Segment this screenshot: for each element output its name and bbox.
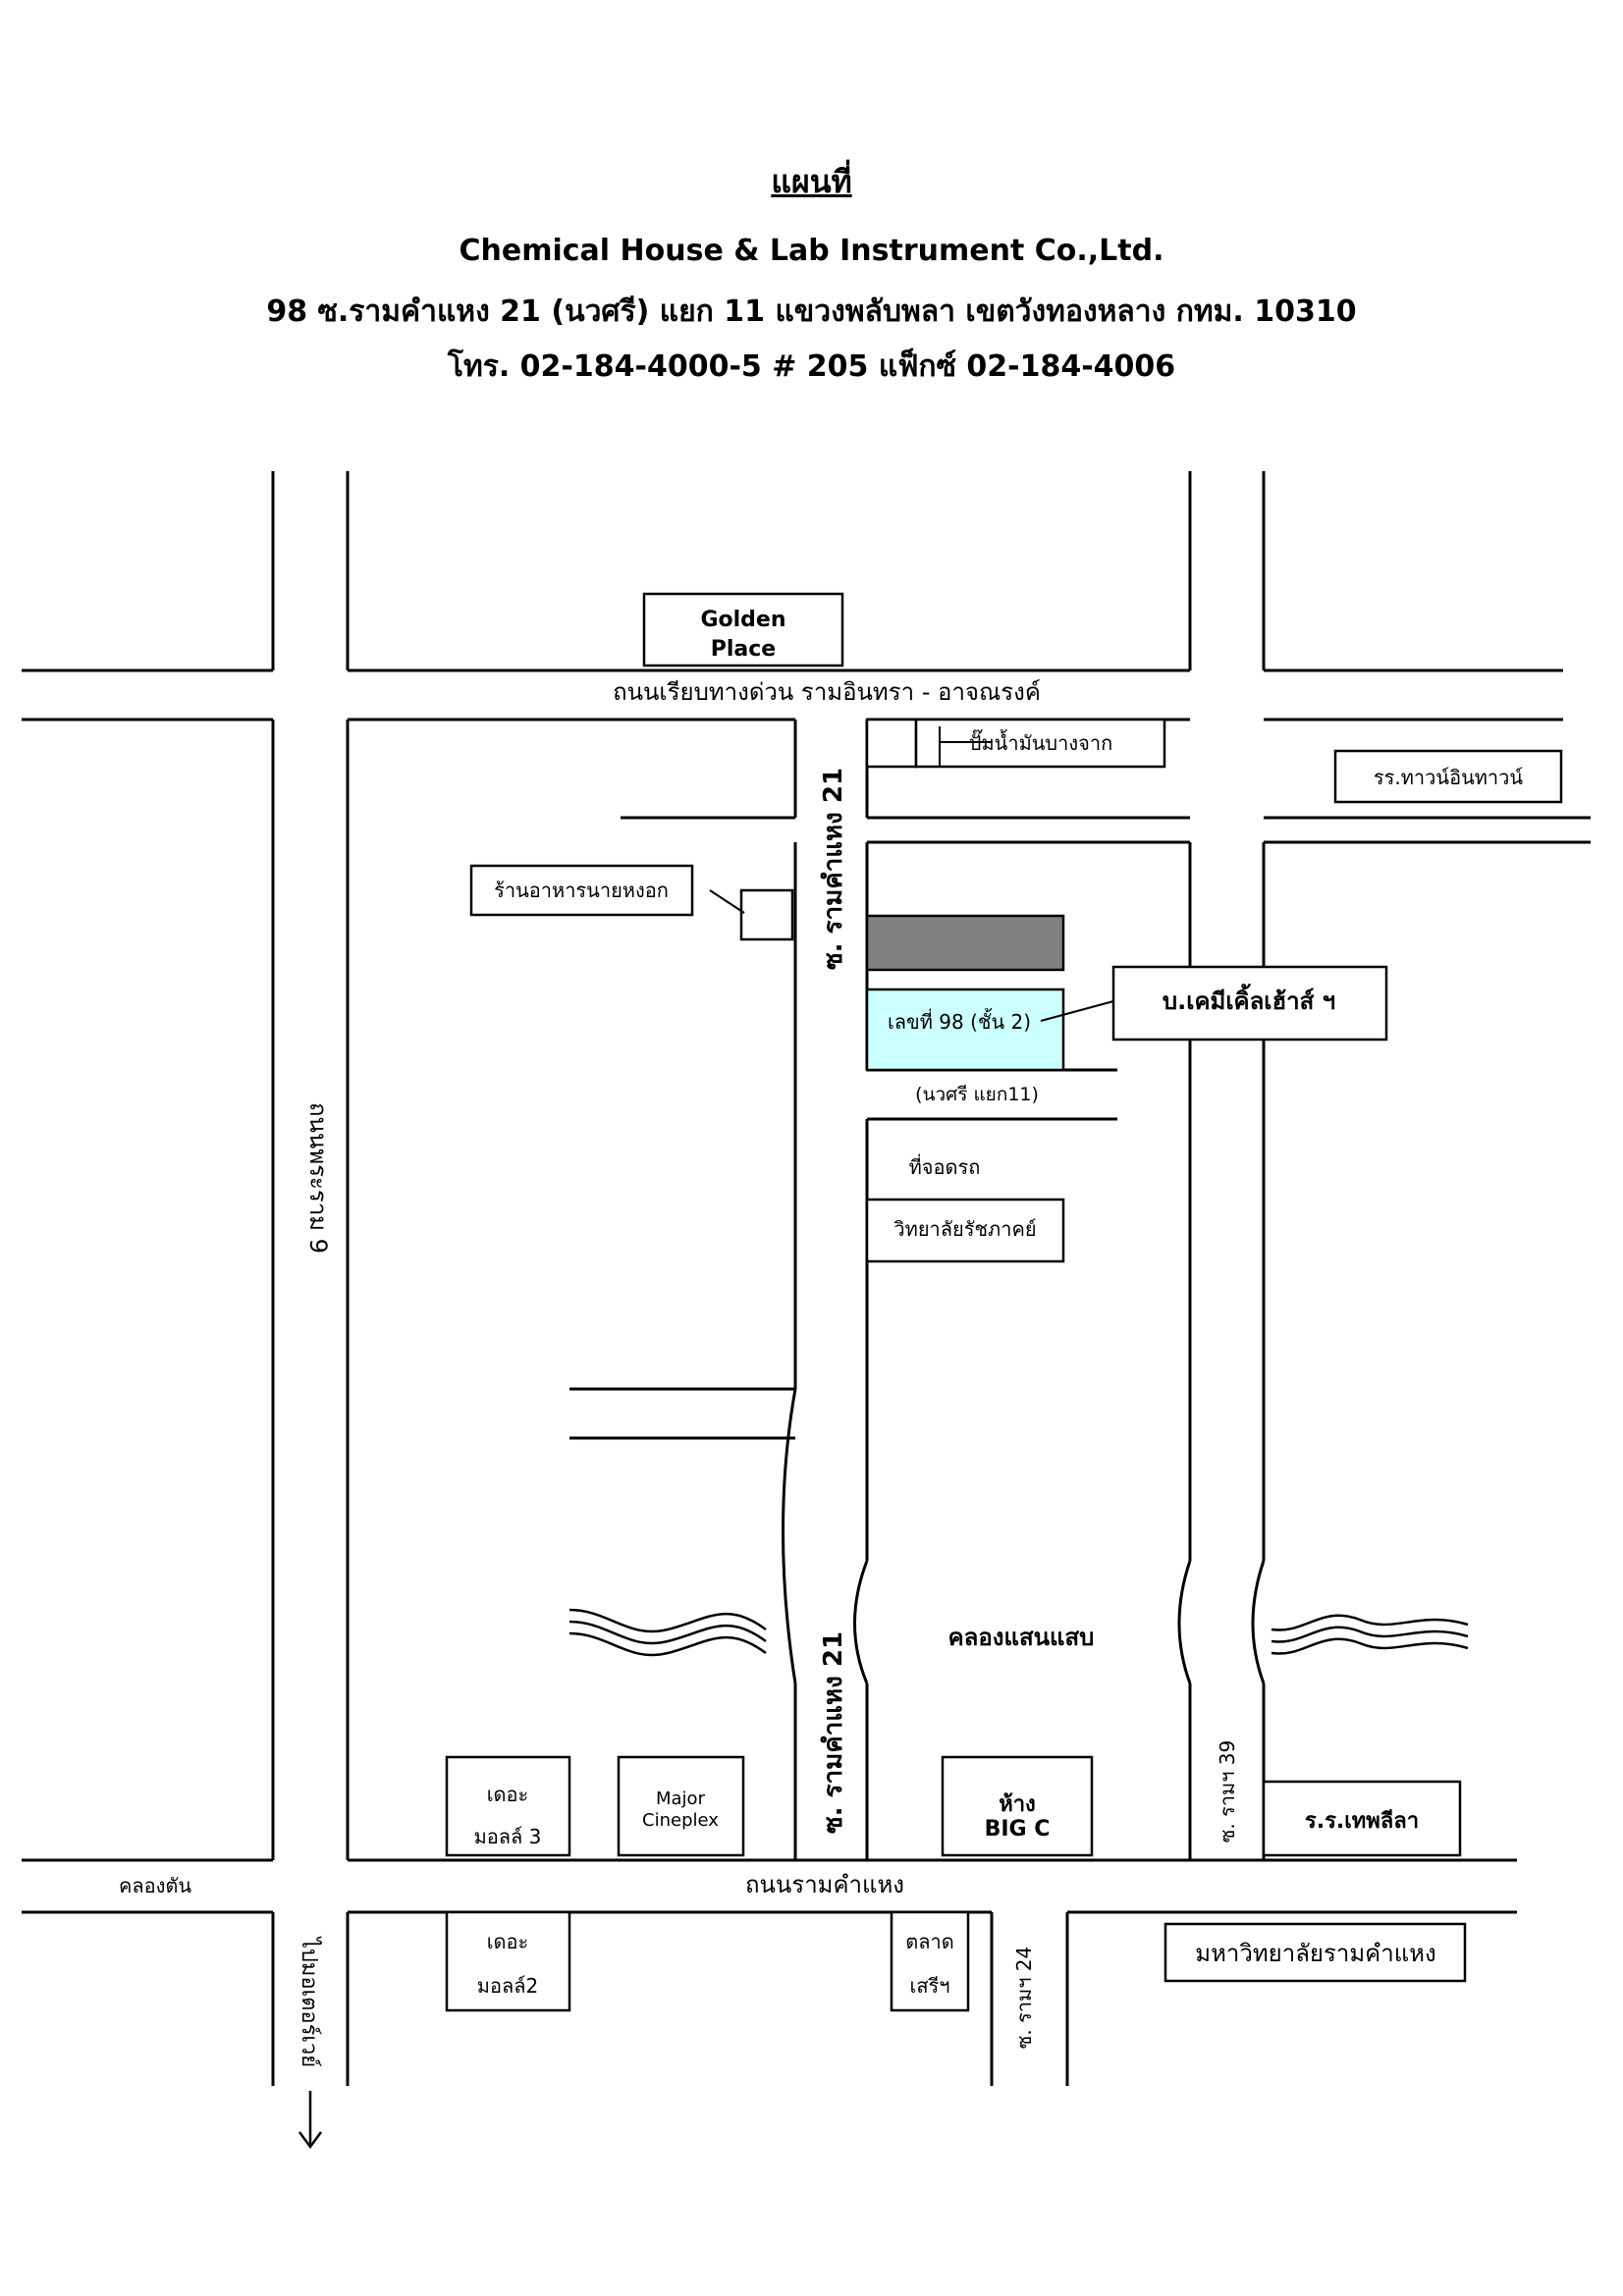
golden-place-box: [642, 592, 844, 667]
soi21-upper-label: ซ. รามคำแหง 21: [819, 768, 848, 970]
restaurant-building: [739, 888, 794, 941]
mall3-label-2: มอลล์ 3: [474, 1825, 542, 1848]
ramkhamhaeng-univ-label: มหาวิทยาลัยรามคำแหง: [1195, 1940, 1435, 1967]
restaurant-label: ร้านอาหารนายหงอก: [494, 879, 669, 902]
company-callout-box: [1111, 965, 1388, 1041]
mall3-box: [445, 1755, 571, 1857]
golden-place-label-2: Place: [711, 637, 776, 662]
mall2-label-2: มอลล์2: [477, 1974, 538, 1998]
company-building-label: เลขที่ 98 (ชั้น 2): [888, 1008, 1031, 1034]
soi39-label: ซ. รามฯ 39: [1216, 1740, 1239, 1842]
rama9-road-label: ถนนพระราม 9: [304, 1102, 332, 1254]
ramkhamhaeng-univ-box: [1163, 1922, 1467, 1983]
company-address: 98 ซ.รามคำแหง 21 (นวศรี) แยก 11 แขวงพลับ…: [266, 294, 1357, 329]
major-box: [617, 1755, 745, 1857]
building-boxes: [445, 592, 1563, 2012]
town-in-town-label: รร.ทาวน์อินทาวน์: [1374, 766, 1523, 789]
company-name: Chemical House & Lab Instrument Co.,Ltd.: [459, 234, 1164, 268]
gas-station-label: ปั๊มน้ำมันบางจาก: [969, 728, 1112, 755]
gas-station-small-box: [865, 718, 918, 769]
ramkhamhaeng-road-label: ถนนรามคำแหง: [745, 1871, 904, 1898]
leader-lines: [709, 726, 1114, 1022]
market-label-2: เสรีฯ: [909, 1974, 949, 1998]
rajabhat-box: [865, 1198, 1065, 1263]
canal-waves-east: [1271, 1614, 1469, 1655]
bigc-label-2: BIG C: [985, 1817, 1051, 1842]
map-title: แผนที่: [771, 163, 852, 200]
mall3-label-1: เดอะ: [487, 1783, 529, 1806]
parking-label: ที่จอดรถ: [909, 1153, 981, 1179]
bigc-box: [941, 1755, 1094, 1857]
motorway-arrow-icon: [298, 2091, 323, 2150]
company-building: [865, 988, 1065, 1072]
golden-place-label-1: Golden: [700, 608, 785, 632]
market-box: [890, 1910, 970, 2012]
expressway-label: ถนนเรียบทางด่วน รามอินทรา - อาจณรงค์: [613, 678, 1041, 706]
rajabhat-label: วิทยาลัยรัชภาคย์: [893, 1217, 1036, 1241]
bigc-label-1: ห้าง: [999, 1792, 1036, 1817]
soi21-lower-label: ซ. รามคำแหง 21: [819, 1631, 848, 1834]
restaurant-box: [469, 864, 694, 917]
to-motorway-label: ไปมอเตอร์เวย์: [297, 1936, 322, 2067]
company-phone: โทร. 02-184-4000-5 # 205 แฟ็กซ์ 02-184-4…: [447, 349, 1176, 384]
canal-label: คลองแสนแสบ: [948, 1624, 1095, 1651]
company-callout-label: บ.เคมีเคิ้ลเฮ้าส์ ฯ: [1163, 983, 1335, 1015]
canal-waves-west: [568, 1608, 767, 1657]
neighbor-building: [865, 914, 1065, 972]
navasri-yaek11-label: (นวศรี แยก11): [915, 1084, 1039, 1105]
road-network: [22, 471, 1591, 2086]
thepleela-box: [1262, 1780, 1462, 1857]
town-in-town-box: [1333, 749, 1563, 804]
thepleela-label: ร.ร.เทพลีลา: [1305, 1809, 1419, 1834]
major-label-1: Major: [656, 1789, 706, 1809]
khlong-tan-label: คลองตัน: [119, 1874, 191, 1897]
mall2-box: [445, 1910, 571, 2012]
soi24-label: ซ. รามฯ 24: [1012, 1947, 1036, 2049]
major-label-2: Cineplex: [642, 1810, 719, 1831]
mall2-label-1: เดอะ: [487, 1930, 529, 1953]
market-label-1: ตลาด: [905, 1930, 953, 1953]
